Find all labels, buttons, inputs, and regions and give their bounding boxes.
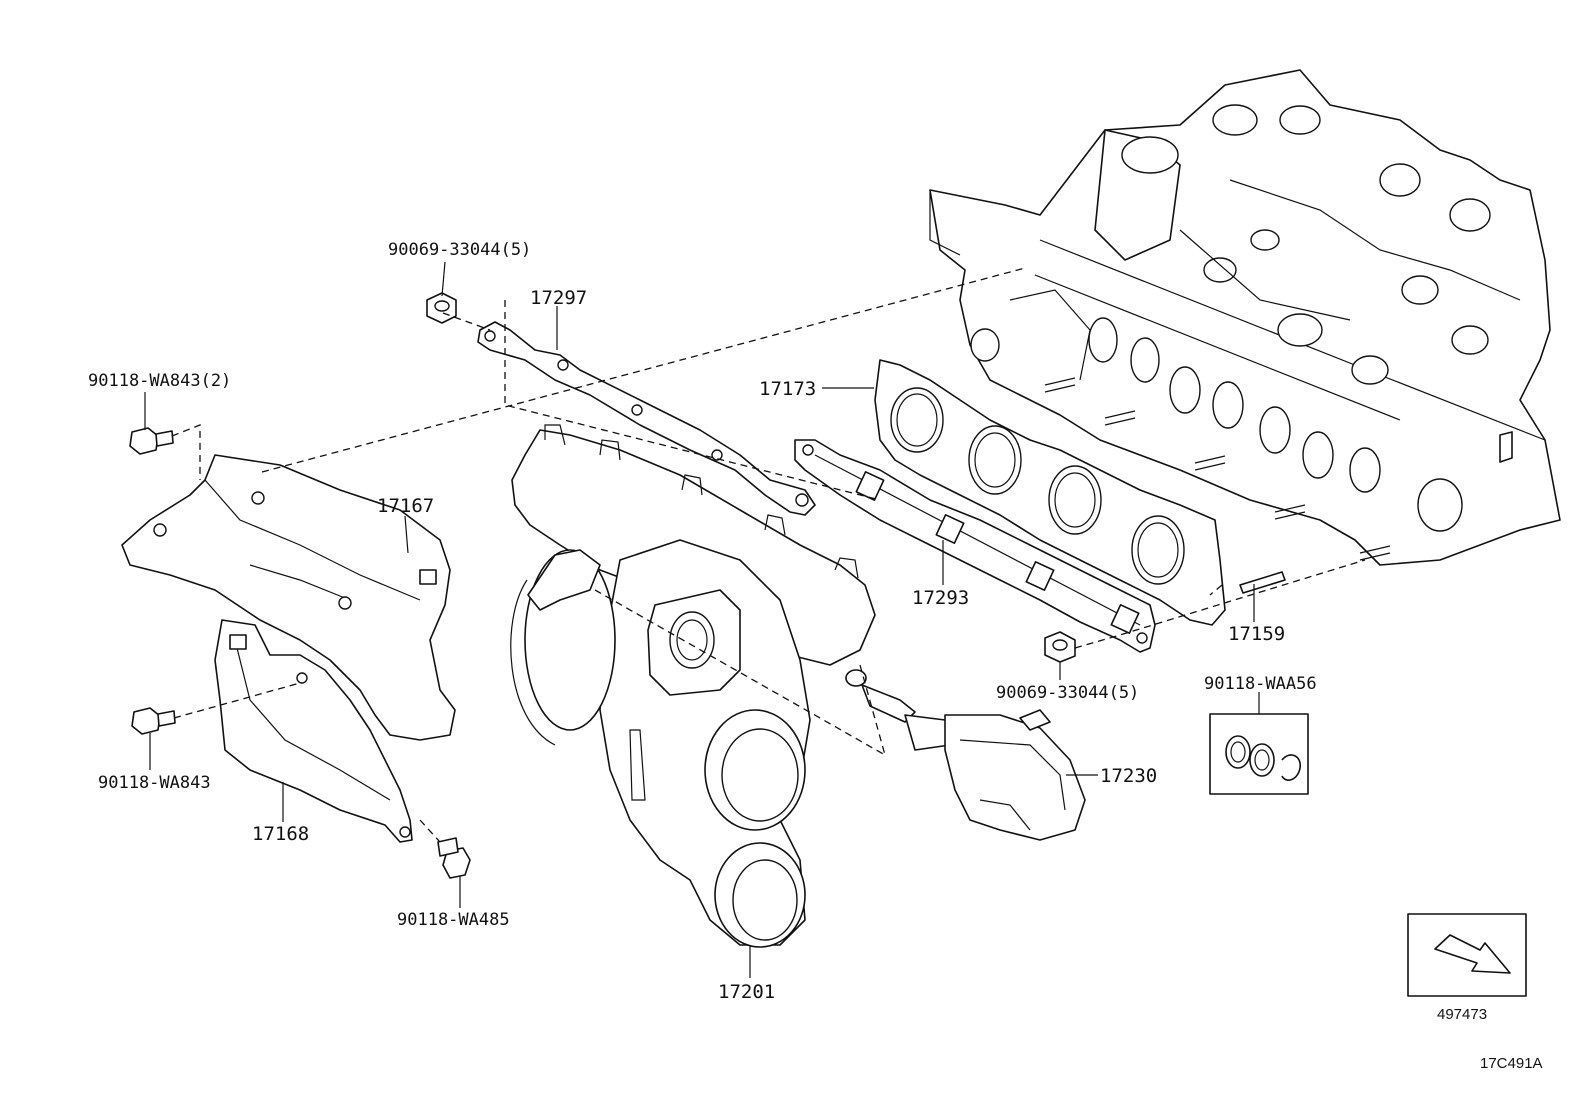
label-bolt-bottom: 90118-WA485 [397,910,510,930]
direction-arrow-box [1407,913,1527,997]
ring-kit-box [1209,713,1309,795]
leader-lines [144,261,1260,978]
turbocharger-17201 [510,424,876,948]
label-17159: 17159 [1228,623,1285,645]
label-17173: 17173 [759,378,816,400]
label-bolt-mid-left: 90118-WA843 [98,773,211,793]
flange-nut-top [426,292,457,324]
label-17297: 17297 [530,287,587,309]
bracket-17297 [477,321,816,516]
label-ring-kit: 90118-WAA56 [1204,674,1317,694]
label-bolt-top-left: 90118-WA843(2) [88,371,231,391]
stud-17159 [1239,571,1286,594]
label-17293: 17293 [912,587,969,609]
label-17230: 17230 [1100,765,1157,787]
heat-insulator-17168 [214,619,413,843]
actuator-17230 [845,669,1086,841]
bolt-bottom [437,837,471,879]
dashed-reference-lines [171,267,1366,843]
bolt-top-left [129,427,174,455]
cylinder-head [929,69,1561,566]
label-17168: 17168 [252,823,309,845]
label-nut-bottom: 90069-33044(5) [996,683,1139,703]
bolt-mid-left [131,707,176,735]
part-labels: 90069-33044(5) 17297 90118-WA843(2) 1717… [88,240,1543,1072]
label-nut-top: 90069-33044(5) [388,240,531,260]
label-figure-code: 17C491A [1480,1055,1543,1072]
label-17167: 17167 [377,495,434,517]
manifold-gasket-17173 [874,359,1226,626]
label-17201: 17201 [718,981,775,1003]
heat-insulator-17167 [121,454,456,741]
label-direction-code: 497473 [1437,1006,1487,1023]
gasket-rail-17293 [794,439,1156,653]
flange-nut-bottom [1044,631,1076,663]
